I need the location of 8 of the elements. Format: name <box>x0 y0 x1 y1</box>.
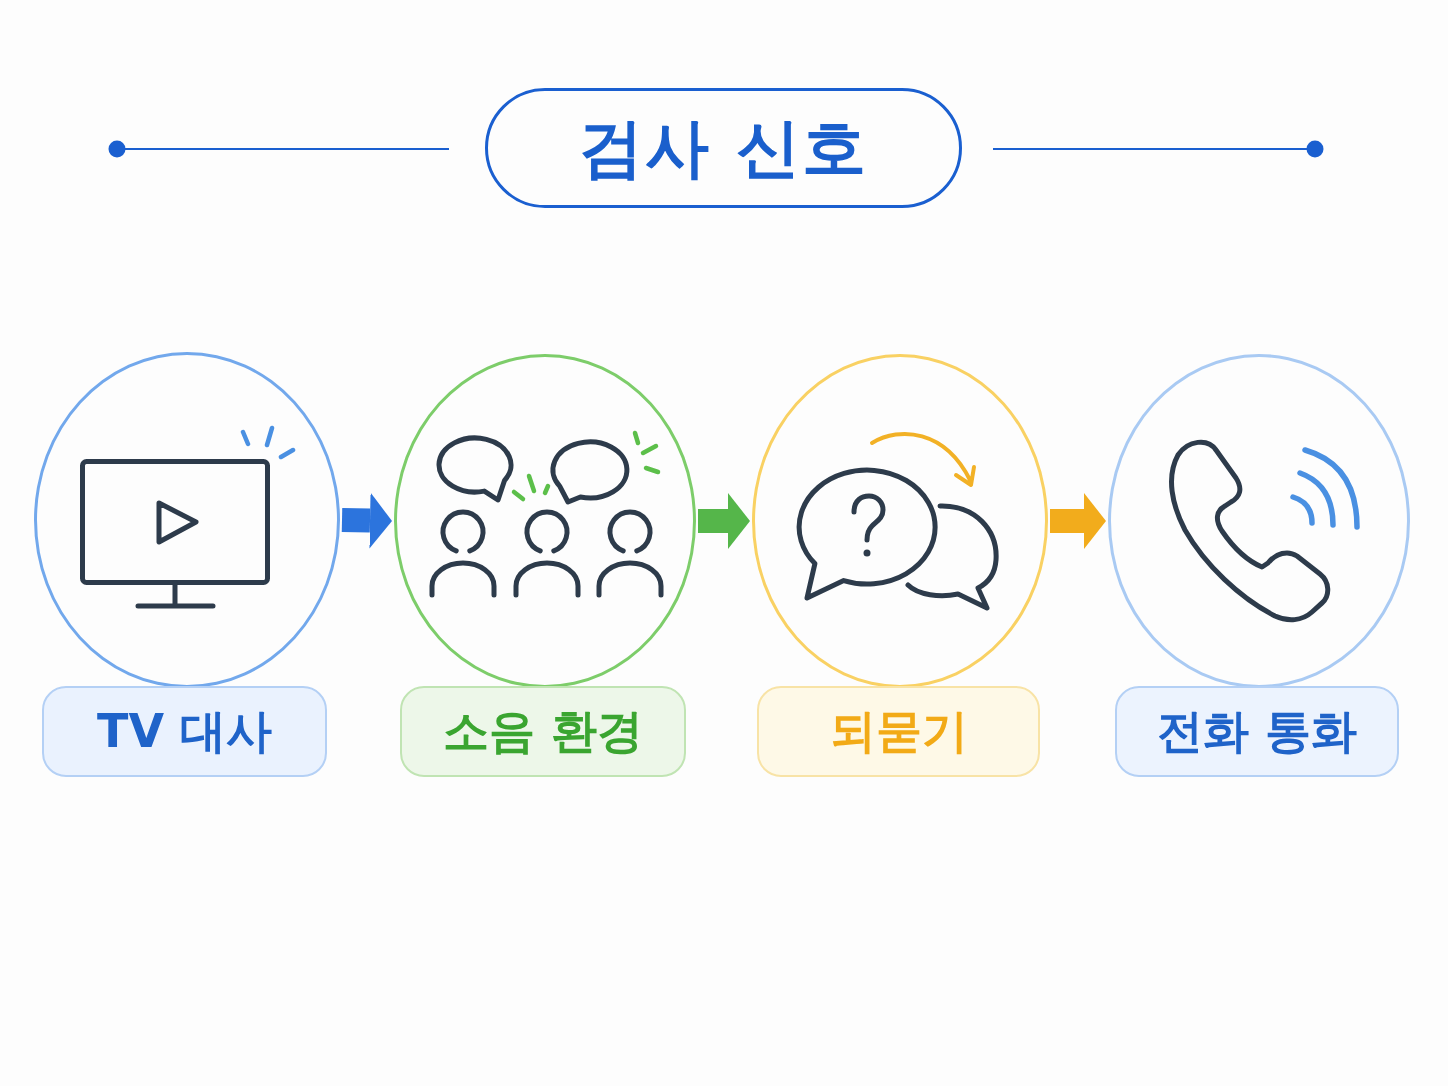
arrow <box>1050 493 1106 549</box>
stage-label: 소음 환경 <box>400 686 686 777</box>
arrow <box>698 493 750 549</box>
stage-label: 되묻기 <box>757 686 1040 777</box>
stage-label: TV 대사 <box>42 686 327 777</box>
stage-label: 전화 통화 <box>1115 686 1399 777</box>
diagram-title: 검사 신호 <box>485 88 962 208</box>
arrow <box>341 492 392 549</box>
